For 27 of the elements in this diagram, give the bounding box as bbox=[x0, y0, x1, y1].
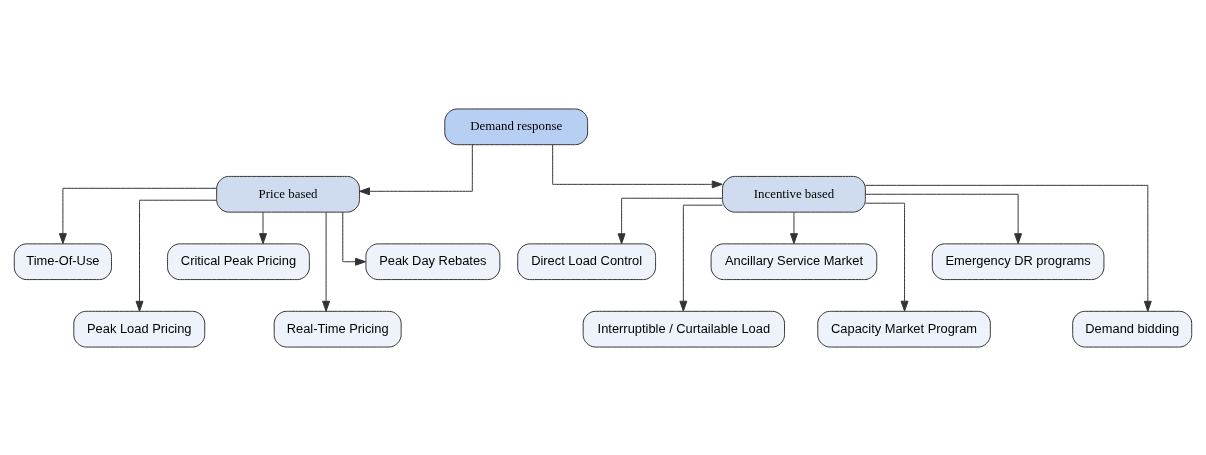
node-box: Ancillary Service Market bbox=[710, 242, 878, 280]
arrow bbox=[679, 204, 723, 312]
node-box: Time-Of-Use bbox=[13, 242, 112, 280]
node-box: Peak Day Rebates bbox=[365, 242, 501, 280]
node-box: Demand bidding bbox=[1072, 310, 1193, 348]
node-box: Real-Time Pricing bbox=[273, 310, 402, 348]
node-box: Capacity Market Program bbox=[817, 310, 991, 348]
arrow bbox=[259, 211, 267, 244]
arrow bbox=[359, 143, 473, 195]
arrow bbox=[342, 211, 366, 266]
arrow bbox=[617, 197, 723, 244]
node-box: Critical Peak Pricing bbox=[167, 242, 310, 280]
node-box: Interruptible / Curtailable Load bbox=[582, 310, 785, 348]
node-box: Demand response bbox=[444, 107, 589, 145]
arrow bbox=[322, 211, 331, 312]
arrow bbox=[865, 202, 909, 312]
arrow bbox=[135, 199, 217, 312]
node-box: Incentive based bbox=[722, 175, 866, 213]
node-box: Peak Load Pricing bbox=[73, 310, 206, 348]
node-box: Direct Load Control bbox=[517, 242, 657, 280]
arrow bbox=[865, 184, 1152, 312]
arrow bbox=[790, 211, 798, 244]
node-box: Emergency DR programs bbox=[931, 242, 1105, 280]
arrow bbox=[552, 143, 723, 188]
node-box: Price based bbox=[216, 175, 360, 213]
arrow bbox=[58, 187, 217, 244]
arrow bbox=[865, 193, 1023, 244]
